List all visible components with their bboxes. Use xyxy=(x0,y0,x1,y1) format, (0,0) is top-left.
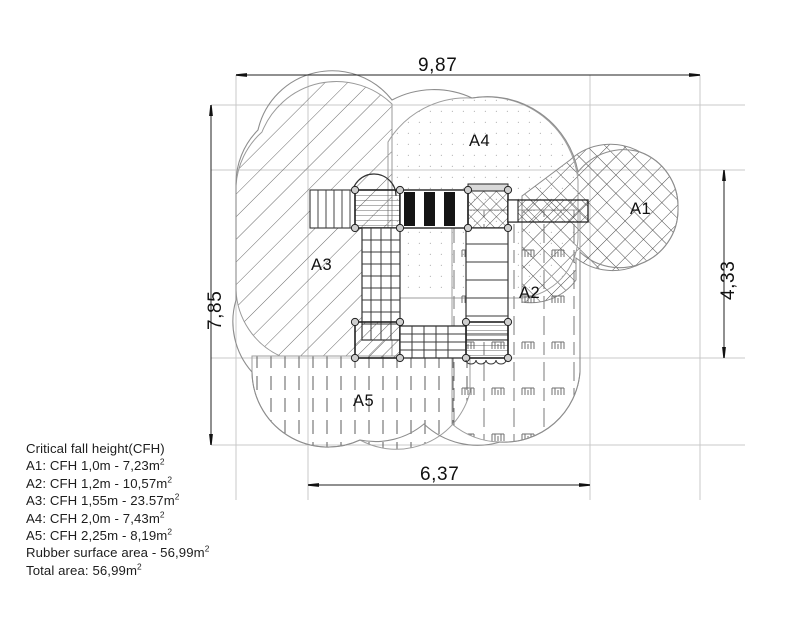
legend-row-a5: A5: CFH 2,25m - 8,19m2 xyxy=(26,527,210,544)
scallop-edge xyxy=(465,359,507,365)
legend-row-a2-sup: 2 xyxy=(167,474,173,485)
legend-row-a5-sup: 2 xyxy=(167,526,173,537)
legend-heading: Critical fall height(CFH) xyxy=(26,441,165,456)
legend-row-a1-text: A1: CFH 1,0m - 7,23m xyxy=(26,458,160,474)
zone-label-A2: A2 xyxy=(519,284,541,302)
dimension-top-width: 9,87 xyxy=(418,55,458,76)
legend-row-a2: A2: CFH 1,2m - 10,57m2 xyxy=(26,475,210,492)
structure-posts xyxy=(350,185,513,363)
play-structure xyxy=(309,173,589,365)
legend-row-rubber: Rubber surface area - 56,99m2 xyxy=(26,544,210,561)
legend-row-rubber-text: Rubber surface area - 56,99m xyxy=(26,545,205,561)
zone-label-A1: A1 xyxy=(630,200,652,218)
legend-row-a4-sup: 2 xyxy=(159,509,165,520)
legend-row-a3-sup: 2 xyxy=(174,491,180,502)
zone-label-A3: A3 xyxy=(311,256,333,274)
left-bridge xyxy=(309,189,356,229)
left-bridge-rungs xyxy=(317,190,351,228)
safety-zone-outline xyxy=(232,70,679,448)
legend-row-a4: A4: CFH 2,0m - 7,43m2 xyxy=(26,510,210,527)
legend-row-a5-text: A5: CFH 2,25m - 8,19m xyxy=(26,527,168,543)
safety-zones xyxy=(232,70,679,450)
legend-row-a3: A3: CFH 1,55m - 23.57m2 xyxy=(26,492,210,509)
legend-row-a1: A1: CFH 1,0m - 7,23m2 xyxy=(26,457,210,474)
legend-row-total-text: Total area: 56,99m xyxy=(26,562,138,578)
legend-row-total-sup: 2 xyxy=(137,561,142,572)
lower-right-deck xyxy=(465,321,509,359)
dimension-lines xyxy=(209,73,726,487)
legend-row-a3-text: A3: CFH 1,55m - 23.57m xyxy=(26,493,175,509)
ramp-to-A1 xyxy=(507,199,589,223)
deck-edge-trim xyxy=(467,183,509,192)
legend-row-a4-text: A4: CFH 2,0m - 7,43m xyxy=(26,510,160,526)
lower-left-deck xyxy=(354,321,401,359)
dimension-bottom-width: 6,37 xyxy=(420,464,460,485)
zone-label-A5: A5 xyxy=(353,392,375,410)
ramp-entry xyxy=(507,199,519,223)
dimension-right-height: 4,33 xyxy=(718,260,739,300)
upper-deck xyxy=(354,189,401,229)
dimension-left-height: 7,85 xyxy=(205,290,226,330)
legend-row-a2-text: A2: CFH 1,2m - 10,57m xyxy=(26,475,168,491)
legend-row-a1-sup: 2 xyxy=(159,457,165,467)
legend-row-rubber-sup: 2 xyxy=(204,543,210,554)
lower-bridge-rungs xyxy=(400,326,466,358)
zone-label-A4: A4 xyxy=(469,132,491,150)
cfh-legend: Critical fall height(CFH) A1: CFH 1,0m -… xyxy=(26,440,210,579)
barrier-slats xyxy=(404,192,455,226)
right-upper-deck xyxy=(467,189,509,229)
legend-row-total: Total area: 56,99m2 xyxy=(26,562,210,579)
